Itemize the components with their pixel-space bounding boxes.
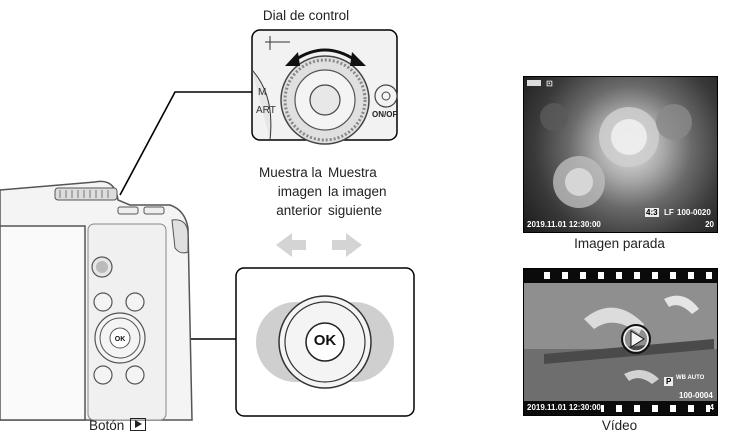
next-label-line3: siguiente [328, 203, 383, 218]
play-button-label: Botón [89, 418, 147, 433]
still-image-preview: ⊡ 4:3 LF 100-0020 2019.11.01 12:30:00 20 [523, 76, 718, 233]
svg-text:M: M [258, 87, 266, 98]
still-datetime: 2019.11.01 12:30:00 [527, 220, 601, 229]
play-button-text: Botón [89, 418, 125, 433]
control-dial-title: Dial de control [262, 8, 350, 23]
next-label-line1: Muestra [328, 165, 377, 180]
flowers-photo [540, 103, 692, 208]
previous-arrow-icon [276, 233, 306, 257]
still-image-caption: Imagen parada [574, 236, 665, 251]
still-file-number: 100-0020 [677, 208, 711, 217]
still-count: 20 [705, 220, 714, 229]
next-label: Muestra la imagen siguiente [328, 163, 418, 220]
svg-text:OK: OK [115, 336, 126, 343]
camera-body: OK [0, 180, 193, 421]
video-mode: P [664, 377, 674, 386]
previous-label-line1: Muestra la [258, 165, 322, 180]
video-count: 4 [709, 403, 714, 412]
still-battery-icon [527, 80, 541, 86]
previous-label: Muestra la imagen anterior [228, 163, 322, 220]
video-wb: WB AUTO [676, 375, 704, 381]
on-off-label: ON/OF [372, 110, 398, 119]
arrowpad-inset [235, 267, 415, 417]
video-datetime: 2019.11.01 12:30:00 [527, 403, 601, 412]
next-arrow-icon [332, 233, 362, 257]
video-preview: P WB AUTO 100-0004 2019.11.01 12:30:00 4 [523, 268, 718, 416]
play-icon [130, 418, 147, 431]
previous-label-line2: imagen [277, 184, 322, 199]
video-file-number: 100-0004 [679, 391, 713, 400]
video-caption: Vídeo [601, 418, 638, 433]
dial-inset: M ART [251, 29, 398, 145]
dial-leader-line [119, 91, 252, 196]
next-label-line2: la imagen [328, 184, 387, 199]
ok-button-label: OK [313, 332, 337, 349]
svg-text:ART: ART [256, 105, 276, 116]
video-film-strip [524, 272, 717, 412]
still-aspect: 4:3 [645, 208, 659, 217]
still-protect-icon: ⊡ [546, 79, 553, 88]
previous-label-line3: anterior [276, 203, 322, 218]
still-quality: LF [664, 208, 674, 217]
